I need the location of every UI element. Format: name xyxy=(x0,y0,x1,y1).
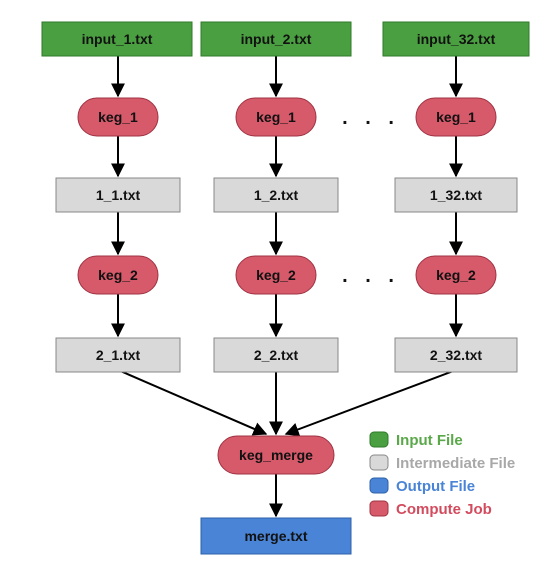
output-file-label: merge.txt xyxy=(244,528,307,544)
intermediate-file-node: 1_1.txt xyxy=(55,177,181,213)
compute-job-label: keg_2 xyxy=(256,267,296,283)
legend: Input File Intermediate File Output File… xyxy=(369,431,515,518)
job1-row: keg_1 keg_1 . . . keg_1 xyxy=(77,97,497,137)
intermediate-file-node: 2_1.txt xyxy=(55,337,181,373)
input-file-label: input_2.txt xyxy=(241,31,312,47)
edges xyxy=(111,56,463,518)
compute-job-label: keg_2 xyxy=(436,267,476,283)
legend-item-compute: Compute Job xyxy=(369,500,492,518)
legend-label: Input File xyxy=(396,432,463,449)
legend-item-input: Input File xyxy=(369,431,463,449)
compute-job-node: keg_2 xyxy=(77,255,159,295)
intermediate-file-label: 2_32.txt xyxy=(430,347,482,363)
compute-job-node: keg_1 xyxy=(415,97,497,137)
input-file-node: input_1.txt xyxy=(41,21,193,57)
intermediate2-row: 2_1.txt 2_2.txt 2_32.txt xyxy=(55,337,518,373)
legend-swatch xyxy=(369,477,389,494)
merge-job-label: keg_merge xyxy=(239,447,313,463)
job2-row: keg_2 keg_2 . . . keg_2 xyxy=(77,255,497,295)
legend-label: Intermediate File xyxy=(396,455,515,472)
intermediate-file-label: 1_1.txt xyxy=(96,187,141,203)
legend-item-output: Output File xyxy=(369,477,475,495)
intermediate-file-label: 2_2.txt xyxy=(254,347,299,363)
legend-label: Compute Job xyxy=(396,501,492,518)
input-file-node: input_2.txt xyxy=(200,21,352,57)
intermediate-file-node: 2_2.txt xyxy=(213,337,339,373)
intermediate-file-label: 2_1.txt xyxy=(96,347,141,363)
compute-job-label: keg_1 xyxy=(436,109,476,125)
output-file-node: merge.txt xyxy=(200,517,352,555)
intermediate-file-node: 2_32.txt xyxy=(394,337,518,373)
input-row: input_1.txt input_2.txt input_32.txt xyxy=(41,21,530,57)
intermediate-file-label: 1_32.txt xyxy=(430,187,482,203)
compute-job-label: keg_1 xyxy=(98,109,138,125)
legend-label: Output File xyxy=(396,478,475,495)
compute-job-label: keg_2 xyxy=(98,267,138,283)
merge-job-node: keg_merge xyxy=(217,435,335,475)
compute-job-label: keg_1 xyxy=(256,109,296,125)
ellipsis: . . . xyxy=(342,265,400,287)
intermediate1-row: 1_1.txt 1_2.txt 1_32.txt xyxy=(55,177,518,213)
input-file-label: input_32.txt xyxy=(417,31,496,47)
intermediate-file-label: 1_2.txt xyxy=(254,187,299,203)
legend-item-intermediate: Intermediate File xyxy=(369,454,515,472)
compute-job-node: keg_2 xyxy=(235,255,317,295)
legend-swatch xyxy=(369,500,389,517)
intermediate-file-node: 1_2.txt xyxy=(213,177,339,213)
input-file-node: input_32.txt xyxy=(382,21,530,57)
legend-swatch xyxy=(369,454,389,471)
compute-job-node: keg_1 xyxy=(235,97,317,137)
intermediate-file-node: 1_32.txt xyxy=(394,177,518,213)
compute-job-node: keg_1 xyxy=(77,97,159,137)
legend-swatch xyxy=(369,431,389,448)
ellipsis: . . . xyxy=(342,107,400,129)
compute-job-node: keg_2 xyxy=(415,255,497,295)
input-file-label: input_1.txt xyxy=(82,31,153,47)
